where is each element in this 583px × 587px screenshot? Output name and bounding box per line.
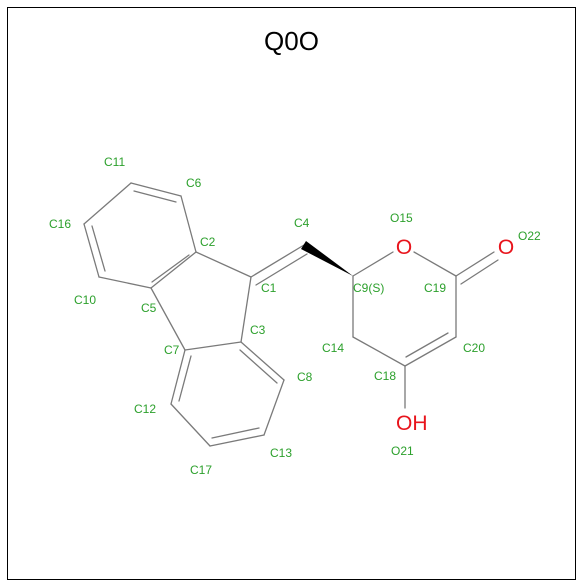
atom-label-c10: C10: [74, 293, 96, 307]
atom-label-c7: C7: [164, 343, 180, 357]
hydroxyl-group-symbol: OH: [396, 412, 428, 435]
atom-label-c16: C16: [49, 217, 71, 231]
atom-label-o22: O22: [518, 229, 541, 243]
bond-c2-c5: [150, 251, 197, 289]
atom-label-c6: C6: [186, 176, 202, 190]
atom-label-o15: O15: [390, 211, 413, 225]
diagram-frame: [7, 7, 576, 580]
bond-layer: [83, 182, 499, 447]
bond-c3-c7: [184, 341, 242, 351]
bond-c7-c5: [150, 287, 186, 351]
atom-label-c2: C2: [200, 235, 216, 249]
bond-c2-c5-inner: [151, 254, 190, 283]
atom-label-c3: C3: [250, 323, 266, 337]
atom-label-c4: C4: [294, 216, 310, 230]
atom-label-c14: C14: [322, 341, 344, 355]
atom-label-c18: C18: [374, 369, 396, 383]
atom-label-o21: O21: [391, 444, 414, 458]
bond-c16-c11: [83, 182, 132, 225]
bond-c20-c18: [404, 336, 457, 367]
bond-c12-c7-inner: [178, 355, 192, 402]
atom-label-c19: C19: [424, 281, 446, 295]
bond-c9-o15: [352, 251, 394, 277]
bond-c18-c14: [352, 336, 406, 367]
atom-label-c13: C13: [270, 446, 292, 460]
atom-label-c9: C9(S): [353, 281, 384, 295]
bond-c3-c8: [240, 341, 285, 381]
atom-label-c20: C20: [463, 341, 485, 355]
atom-label-layer: C1 C2 C3 C4 C5 C6 C7 C8 C9(S) C10 C11 C1…: [49, 155, 541, 477]
atom-label-c8: C8: [297, 370, 313, 384]
bond-c12-c7: [170, 349, 186, 405]
ring-oxygen-symbol: O: [396, 236, 412, 259]
bond-c19-o22: [455, 251, 495, 277]
atom-label-c1: C1: [261, 281, 277, 295]
heteroatom-symbol-layer: O O OH: [396, 236, 514, 435]
bond-c1-c4: [250, 244, 305, 278]
bond-c13-c17-inner: [211, 427, 260, 439]
bond-c17-c12: [170, 403, 211, 447]
bond-c11-c6: [130, 182, 182, 197]
bond-c11-c6-inner: [133, 190, 177, 203]
atom-label-c17: C17: [190, 463, 212, 477]
molecule-title: Q0O: [264, 26, 319, 56]
atom-label-c5: C5: [141, 301, 157, 315]
bond-c2-c1: [195, 251, 252, 278]
bond-c5-c10: [98, 276, 152, 289]
atom-label-c12: C12: [134, 402, 156, 416]
bond-c13-c17: [209, 434, 265, 447]
bond-c20-c18-inner: [405, 332, 449, 358]
bond-c1-c3: [240, 276, 252, 343]
bond-o15-c19: [413, 251, 457, 277]
bond-c6-c2: [180, 195, 197, 253]
bond-c1-c4-inner: [255, 253, 308, 286]
bond-c10-c16: [83, 223, 100, 278]
atom-label-c11: C11: [104, 155, 125, 169]
stereo-wedge-bond: [301, 241, 353, 276]
bond-c8-c13: [263, 379, 285, 436]
bond-c3-c8-inner: [239, 349, 278, 384]
bond-c19-o22-inner: [460, 259, 499, 285]
bond-c10-c16-inner: [91, 225, 106, 272]
carbonyl-oxygen-symbol: O: [498, 236, 514, 259]
